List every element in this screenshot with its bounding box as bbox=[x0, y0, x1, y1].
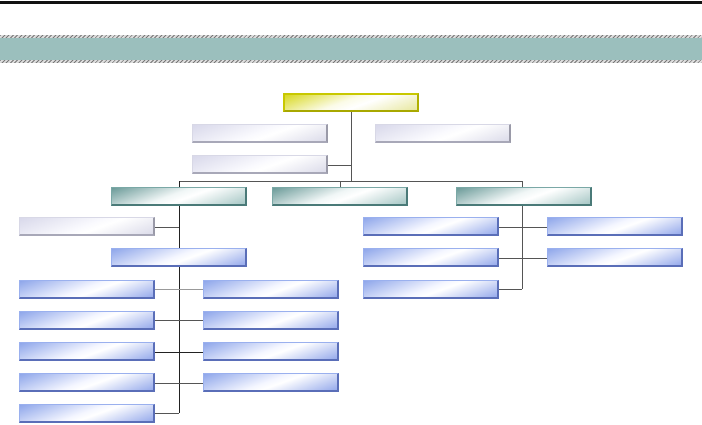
connector bbox=[499, 258, 547, 259]
connector bbox=[179, 181, 523, 182]
assistant-box[interactable] bbox=[375, 124, 511, 143]
division-box[interactable] bbox=[456, 187, 592, 206]
assistant-box[interactable] bbox=[192, 155, 328, 174]
division-assistant-box[interactable] bbox=[19, 217, 155, 236]
connector bbox=[522, 181, 523, 289]
connector bbox=[351, 112, 352, 181]
connector bbox=[155, 289, 203, 290]
root-box[interactable] bbox=[283, 93, 419, 112]
member-box[interactable] bbox=[547, 248, 683, 267]
top-rule bbox=[0, 1, 702, 4]
division-box[interactable] bbox=[111, 187, 247, 206]
member-box[interactable] bbox=[19, 404, 155, 423]
connector bbox=[499, 289, 522, 290]
connector bbox=[340, 181, 341, 187]
connector bbox=[155, 320, 203, 321]
header-band-top-edge bbox=[0, 35, 702, 38]
connector bbox=[155, 383, 203, 384]
connector bbox=[179, 181, 180, 413]
member-box[interactable] bbox=[363, 217, 499, 236]
member-box[interactable] bbox=[19, 311, 155, 330]
header-band-bottom-edge bbox=[0, 60, 702, 63]
member-box[interactable] bbox=[203, 311, 339, 330]
connector bbox=[499, 227, 547, 228]
member-box[interactable] bbox=[203, 280, 339, 299]
member-box[interactable] bbox=[203, 373, 339, 392]
connector bbox=[155, 227, 179, 228]
member-box[interactable] bbox=[203, 342, 339, 361]
division-box[interactable] bbox=[272, 187, 408, 206]
connector bbox=[328, 165, 351, 166]
member-box[interactable] bbox=[363, 280, 499, 299]
header-band bbox=[0, 35, 702, 62]
connector bbox=[155, 413, 179, 414]
member-box[interactable] bbox=[547, 217, 683, 236]
connector bbox=[155, 352, 203, 353]
manager-box[interactable] bbox=[111, 248, 247, 267]
member-box[interactable] bbox=[19, 280, 155, 299]
member-box[interactable] bbox=[19, 373, 155, 392]
member-box[interactable] bbox=[19, 342, 155, 361]
member-box[interactable] bbox=[363, 248, 499, 267]
assistant-box[interactable] bbox=[192, 124, 328, 143]
